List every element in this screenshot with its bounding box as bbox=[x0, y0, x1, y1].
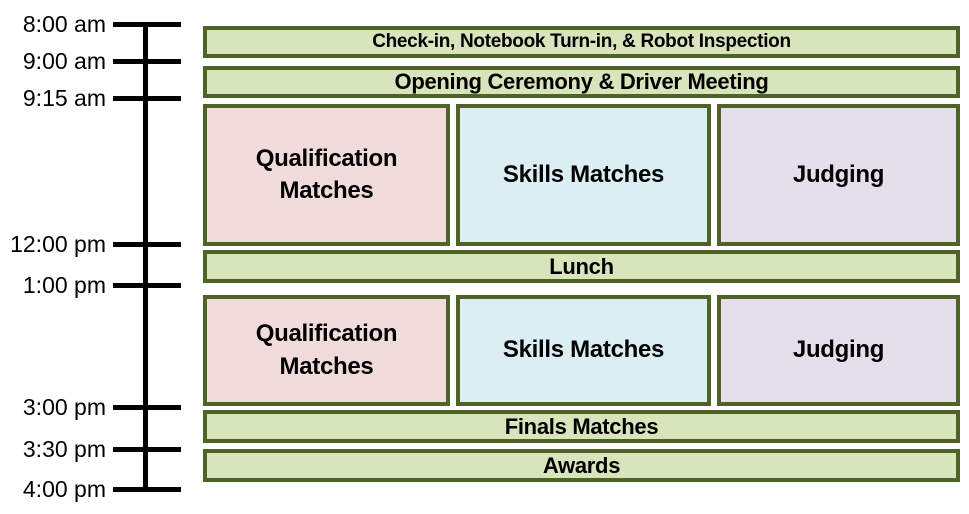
time-label-900am: 9:00 am bbox=[22, 48, 106, 74]
time-label-400pm: 4:00 pm bbox=[22, 476, 106, 502]
event-judging-afternoon-label: Judging bbox=[792, 336, 885, 364]
event-judging-afternoon: Judging bbox=[717, 295, 960, 406]
time-label-915am: 9:15 am bbox=[22, 85, 106, 111]
timeline-tick-400pm bbox=[113, 487, 181, 492]
event-checkin-banner: Check-in, Notebook Turn-in, & Robot Insp… bbox=[203, 26, 960, 58]
timeline-tick-330pm bbox=[113, 447, 181, 452]
event-awards-banner: Awards bbox=[203, 449, 960, 482]
event-lunch-banner: Lunch bbox=[203, 250, 960, 283]
morning-session-row: Qualification Matches Skills Matches Jud… bbox=[203, 104, 960, 246]
time-label-300pm: 3:00 pm bbox=[22, 394, 106, 420]
event-finals-matches-banner: Finals Matches bbox=[203, 410, 960, 443]
event-checkin-label: Check-in, Notebook Turn-in, & Robot Insp… bbox=[372, 31, 791, 52]
time-label-1200pm: 12:00 pm bbox=[10, 231, 106, 257]
timeline-axis bbox=[143, 22, 148, 492]
time-label-100pm: 1:00 pm bbox=[22, 272, 106, 298]
time-label-330pm: 3:30 pm bbox=[22, 436, 106, 462]
events-column: Check-in, Notebook Turn-in, & Robot Insp… bbox=[203, 0, 960, 514]
event-opening-ceremony-banner: Opening Ceremony & Driver Meeting bbox=[203, 66, 960, 98]
timeline-tick-1200pm bbox=[113, 242, 181, 247]
event-judging-morning: Judging bbox=[717, 104, 960, 246]
time-label-800am: 8:00 am bbox=[22, 11, 106, 37]
timeline-tick-300pm bbox=[113, 405, 181, 410]
event-opening-ceremony-label: Opening Ceremony & Driver Meeting bbox=[394, 69, 769, 94]
event-skills-matches-morning-label: Skills Matches bbox=[502, 160, 665, 188]
event-lunch-label: Lunch bbox=[549, 253, 614, 279]
event-qualification-matches-morning-label: Qualification Matches bbox=[255, 144, 398, 204]
event-finals-matches-label: Finals Matches bbox=[504, 413, 659, 439]
timeline-tick-800am bbox=[113, 22, 181, 27]
event-skills-matches-morning: Skills Matches bbox=[456, 104, 711, 246]
event-qualification-matches-morning: Qualification Matches bbox=[203, 104, 450, 246]
event-qualification-matches-afternoon-label: Qualification Matches bbox=[255, 320, 398, 380]
timeline-tick-100pm bbox=[113, 283, 181, 288]
event-skills-matches-afternoon-label: Skills Matches bbox=[502, 336, 665, 364]
event-qualification-matches-afternoon: Qualification Matches bbox=[203, 295, 450, 406]
afternoon-session-row: Qualification Matches Skills Matches Jud… bbox=[203, 295, 960, 406]
timeline-tick-900am bbox=[113, 59, 181, 64]
event-judging-morning-label: Judging bbox=[792, 160, 885, 188]
event-awards-label: Awards bbox=[542, 452, 621, 478]
event-skills-matches-afternoon: Skills Matches bbox=[456, 295, 711, 406]
timeline-tick-915am bbox=[113, 96, 181, 101]
